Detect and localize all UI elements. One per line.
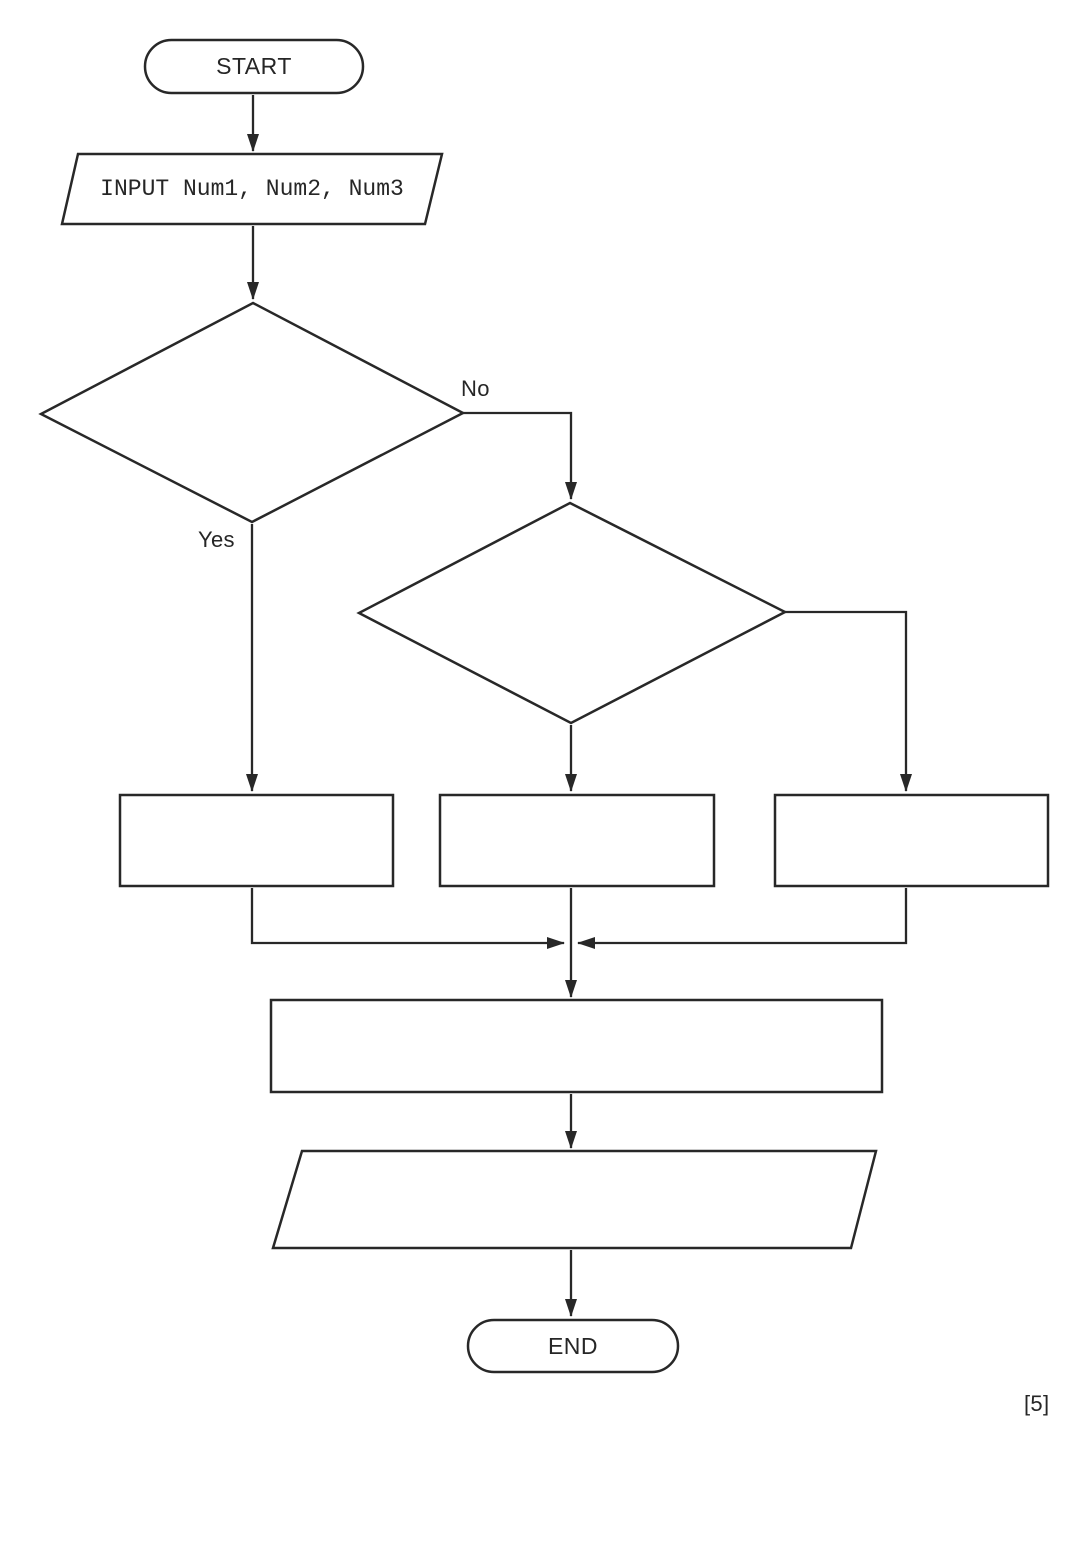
start-terminator-shape xyxy=(143,38,365,95)
decision1-no-label: No xyxy=(461,376,490,401)
input-parallelogram-shape xyxy=(60,152,444,226)
process-right-blank-label xyxy=(775,795,1048,886)
output-parallelogram-shape xyxy=(271,1149,878,1250)
decision1-no-branch-arrow xyxy=(463,411,577,500)
decision2-blank-label xyxy=(359,503,785,723)
decision2-right-branch-arrow xyxy=(785,610,912,792)
process-middle-blank-label xyxy=(440,795,714,886)
decision1-blank-label xyxy=(41,303,463,522)
process-wide-blank-label xyxy=(271,1000,882,1092)
end-terminator-shape xyxy=(466,1318,680,1374)
output-blank-label xyxy=(273,1151,876,1248)
decision1-yes-label: Yes xyxy=(198,527,235,552)
process-box-right-shape xyxy=(773,793,1050,888)
input-statement-label: INPUT Num1, Num2, Num3 xyxy=(100,176,404,202)
start-label: START xyxy=(216,53,292,79)
process-box-left-shape xyxy=(118,793,395,888)
merge-from-right-arrow xyxy=(577,888,908,949)
process-box-middle-shape xyxy=(438,793,716,888)
process-left-blank-label xyxy=(120,795,393,886)
decision1-diamond-shape xyxy=(38,301,466,524)
process-box-wide-shape xyxy=(269,998,884,1094)
marks-badge: [5] xyxy=(1024,1391,1050,1416)
decision2-diamond-shape xyxy=(356,501,788,725)
merge-from-left-arrow xyxy=(250,888,565,949)
end-label: END xyxy=(547,1332,599,1359)
